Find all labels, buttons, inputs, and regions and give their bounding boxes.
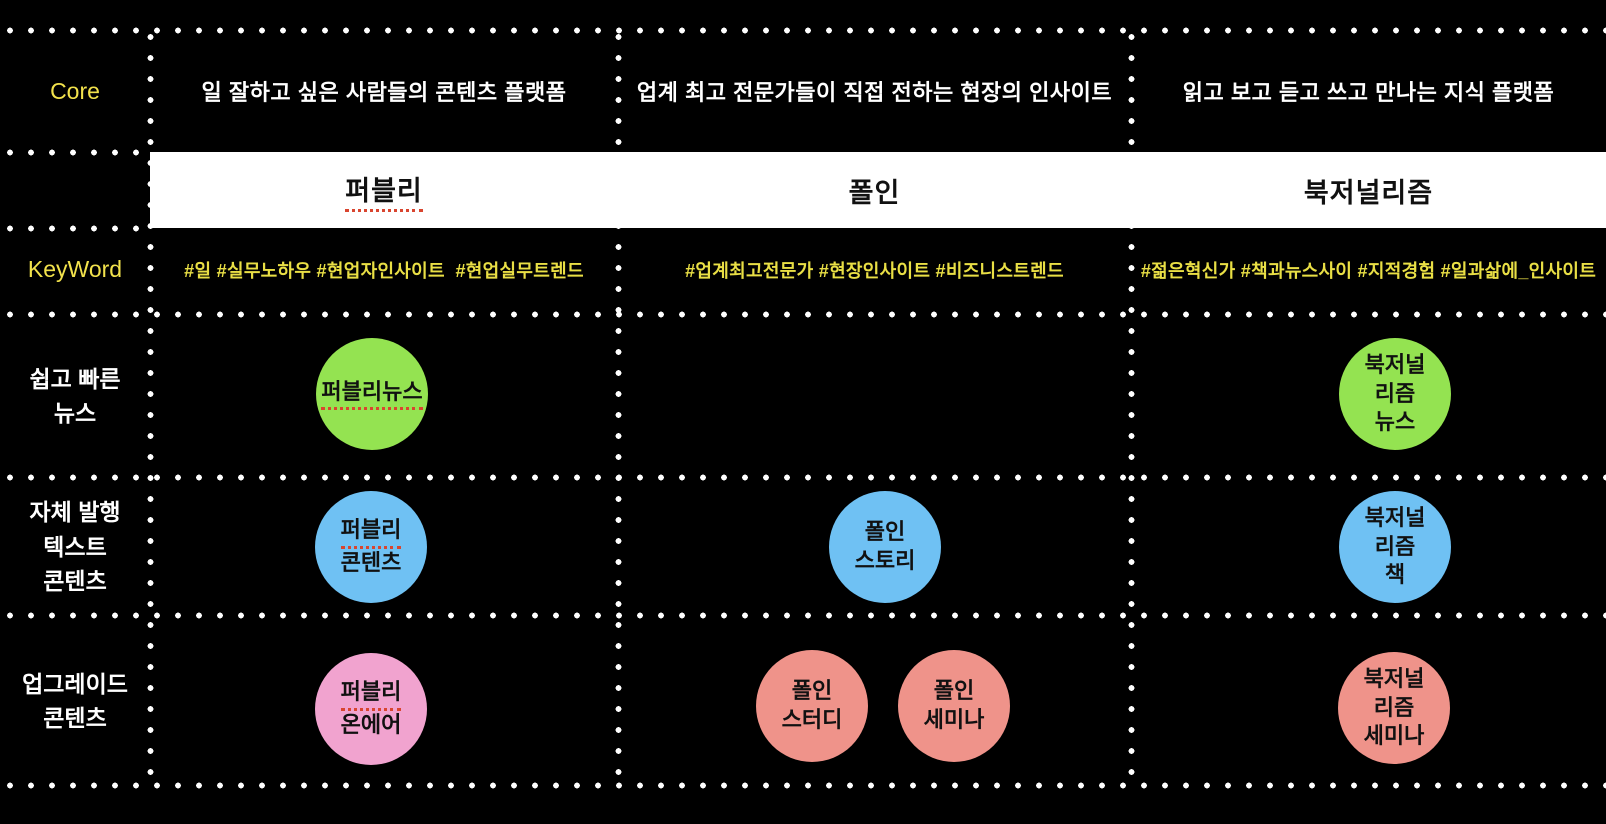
brand-name-folin: 폴인 [618, 152, 1131, 228]
keywords-bookjournalism: #젊은혁신가 #책과뉴스사이 #지적경험 #일과삶에_인사이트 [1140, 260, 1597, 281]
dotted-line-vertical-2 [615, 27, 622, 789]
brand-name-bookjournalism-text: 북저널리즘 [1303, 177, 1434, 208]
row-label-upgrade-content: 업그레이드 콘텐츠 [22, 670, 128, 732]
core-statement-bookjournalism: 읽고 보고 듣고 쓰고 만나는 지식 플랫폼 [1182, 80, 1555, 105]
brand-name-folin-text: 폴인 [848, 177, 901, 208]
circle-publy-onair-line1: 퍼블리 [340, 678, 402, 711]
dotted-line-below-row2 [0, 612, 1606, 619]
core-statement-folin: 업계 최고 전문가들이 직접 전하는 현장의 인사이트 [636, 80, 1113, 105]
circle-publy-content-line1: 퍼블리 [340, 516, 402, 549]
dotted-line-band-top-left [0, 149, 150, 156]
circle-folin-seminar-text: 폴인 세미나 [923, 678, 985, 732]
core-row-label: Core [50, 77, 100, 104]
dotted-line-below-row1 [0, 474, 1606, 481]
keyword-row-label: KeyWord [27, 256, 123, 282]
circle-bookjournalism-book: 북저널 리즘 책 [1339, 491, 1451, 603]
dotted-line-band-bottom-left [0, 225, 150, 232]
core-statement-publy: 일 잘하고 싶은 사람들의 콘텐츠 플랫폼 [201, 80, 567, 105]
brand-name-bookjournalism: 북저널리즘 [1131, 152, 1606, 228]
circle-bookjournalism-seminar-text: 북저널 리즘 세미나 [1363, 666, 1425, 749]
circle-folin-story: 폴인 스토리 [829, 491, 941, 603]
circle-publy-content: 퍼블리 콘텐츠 [315, 491, 427, 603]
brand-band [150, 152, 1606, 228]
circle-folin-study: 폴인 스터디 [756, 650, 868, 762]
circle-publy-onair-line2: 온에어 [340, 712, 402, 737]
dotted-line-below-keywords [0, 311, 1606, 318]
circle-publy-news: 퍼블리뉴스 [316, 338, 428, 450]
dotted-line-top [0, 27, 1606, 34]
dotted-line-bottom [0, 782, 1606, 789]
circle-folin-story-text: 폴인 스토리 [854, 519, 916, 573]
dotted-line-vertical-3 [1128, 27, 1135, 789]
circle-bookjournalism-seminar: 북저널 리즘 세미나 [1338, 652, 1450, 764]
circle-publy-onair: 퍼블리 온에어 [315, 653, 427, 765]
circle-publy-content-line2: 콘텐츠 [340, 550, 402, 575]
circle-folin-study-text: 폴인 스터디 [781, 678, 843, 732]
circle-folin-seminar: 폴인 세미나 [898, 650, 1010, 762]
circle-publy-news-text: 퍼블리뉴스 [321, 378, 423, 411]
circle-bookjournalism-news-text: 북저널 리즘 뉴스 [1364, 352, 1426, 435]
circle-bookjournalism-news: 북저널 리즘 뉴스 [1339, 338, 1451, 450]
row-label-easy-fast-news: 쉽고 빠른 뉴스 [29, 365, 121, 427]
keywords-publy: #일 #실무노하우 #현업자인사이트 #현업실무트렌드 [184, 260, 584, 281]
circle-bookjournalism-book-text: 북저널 리즘 책 [1364, 505, 1426, 588]
brand-name-publy-text: 퍼블리 [345, 169, 423, 212]
keywords-folin: #업계최고전문가 #현장인사이트 #비즈니스트렌드 [685, 260, 1064, 281]
row-label-self-published-text-content: 자체 발행 텍스트 콘텐츠 [29, 499, 121, 595]
brand-name-publy: 퍼블리 [150, 152, 618, 228]
dotted-line-vertical-1 [147, 27, 154, 789]
